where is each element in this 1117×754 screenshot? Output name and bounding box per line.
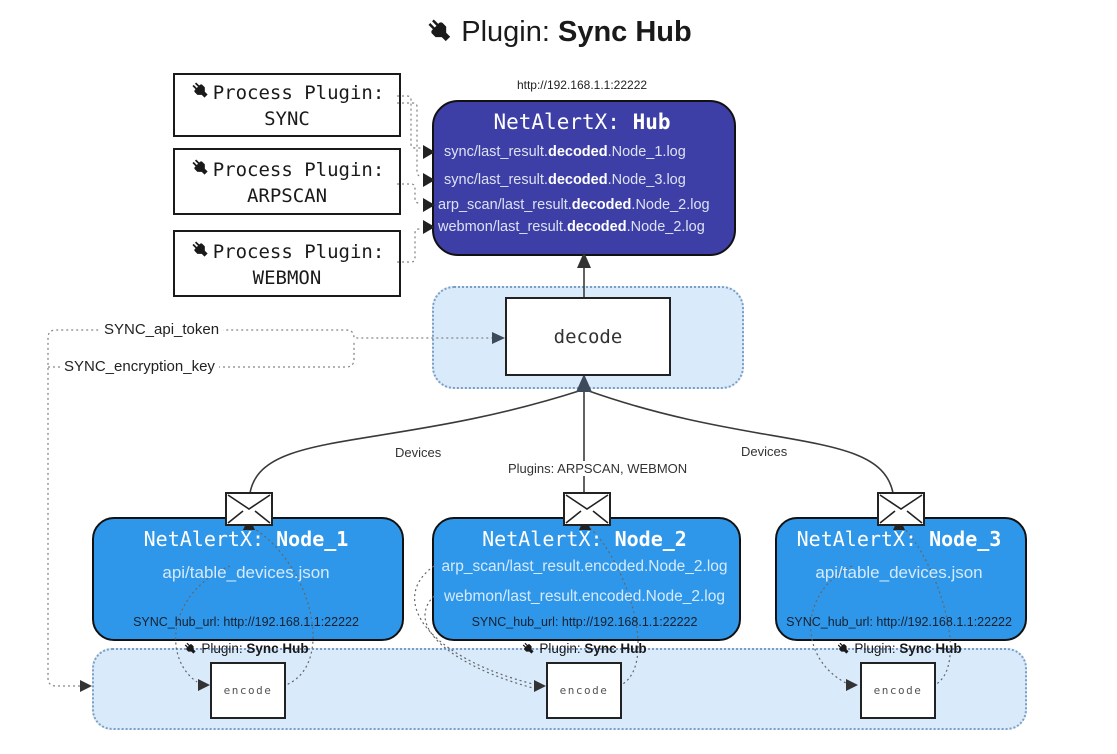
node-title: NetAlertX: Node_3 [796,527,1002,551]
plugin-sync-hub-label: Plugin: Sync Hub [484,641,684,659]
process-plugin-label: Process Plugin: [212,240,385,263]
node-file: webmon/last_result.encoded.Node_2.log [444,588,725,605]
hub-log-line: webmon/last_result.decoded.Node_2.log [438,219,705,235]
process-plugin-box-sync: Process Plugin: SYNC [173,73,401,137]
hub-log-line: arp_scan/last_result.decoded.Node_2.log [438,197,710,213]
node-file: api/table_devices.json [162,563,330,582]
node-hub-url: SYNC_hub_url: http://192.168.1.1:22222 [786,615,1012,629]
node-title: NetAlertX: Node_2 [482,527,687,551]
plug-icon [425,19,455,53]
process-plugin-name: ARPSCAN [246,184,328,207]
process-plugin-name: WEBMON [252,266,322,289]
label-sync-api-token: SYNC_api_token [100,321,224,338]
decode-box: decode [505,297,671,376]
process-plugin-box-arpscan: Process Plugin: ARPSCAN [173,148,401,215]
page-title-prefix: Plugin: [461,16,558,48]
node-file: api/table_devices.json [815,563,983,582]
edge-label-devices-right: Devices [738,444,791,459]
hub-log-line: sync/last_result.decoded.Node_3.log [444,172,686,188]
node-hub-url: SYNC_hub_url: http://192.168.1.1:22222 [471,615,698,629]
plug-icon [521,642,536,659]
hub-title-prefix: NetAlertX: [493,110,633,134]
node-hub-url: SYNC_hub_url: http://192.168.1.1:22222 [133,615,359,629]
page-title-name: Sync Hub [557,16,692,48]
edge-node1-decode [249,389,583,494]
encode-box: encode [546,662,622,719]
process-plugin-name: SYNC [264,108,310,130]
plugin-sync-hub-label: Plugin: Sync Hub [799,641,999,659]
node-file: arp_scan/last_result.encoded.Node_2.log [441,558,728,575]
process-plugin-box-webmon: Process Plugin: WEBMON [173,230,401,297]
node-title: NetAlertX: Node_1 [143,527,349,551]
hub-url: http://192.168.1.1:22222 [516,78,648,92]
plug-icon [190,239,211,265]
plug-icon [190,157,211,183]
process-plugin-label: Process Plugin: [212,82,385,104]
label-sync-encryption-key: SYNC_encryption_key [60,358,219,375]
hub-title: NetAlertX: Hub [432,110,732,134]
envelope-icon [563,492,611,526]
hub-log-line: sync/last_result.decoded.Node_1.log [444,144,686,160]
edge-label-devices-left: Devices [392,445,445,460]
encode-box: encode [860,662,936,719]
process-plugin-label: Process Plugin: [212,158,385,181]
envelope-icon [877,492,925,526]
plug-icon [190,80,211,106]
envelope-icon [225,492,273,526]
plugin-sync-hub-label: Plugin: Sync Hub [146,641,346,659]
hub-title-name: Hub [632,110,671,134]
encode-box: encode [210,662,286,719]
page-title: Plugin: Sync Hub [0,16,1117,54]
edge-node3-decode [585,389,894,494]
arrowhead-into-sync-bar [80,680,92,692]
plug-icon [836,642,851,659]
edge-label-plugins-mid: Plugins: ARPSCAN, WEBMON [505,461,691,476]
plug-icon [183,642,198,659]
